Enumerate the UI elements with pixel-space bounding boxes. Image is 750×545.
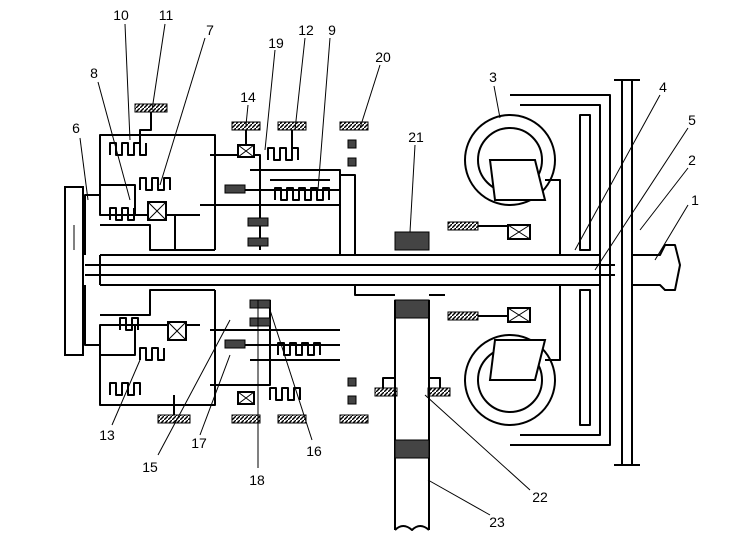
label-19: 19	[268, 35, 284, 51]
torque-converter	[447, 94, 611, 446]
label-21: 21	[408, 129, 424, 145]
output-gear-22	[354, 285, 451, 397]
main-shaft	[85, 254, 615, 286]
brake-14	[231, 121, 261, 158]
label-20: 20	[375, 49, 391, 65]
flange-6	[64, 186, 84, 356]
label-1: 1	[691, 192, 699, 208]
clutch-pack-13	[109, 317, 165, 396]
label-8: 8	[90, 65, 98, 81]
output-gear-23	[394, 300, 430, 531]
label-22: 22	[532, 489, 548, 505]
brake-12	[267, 121, 307, 161]
label-14: 14	[240, 89, 256, 105]
part-labels: 1 2 3 4 5 6 7 8 9 10 11 12 13 14 15 16 1…	[72, 7, 699, 530]
label-12: 12	[298, 22, 314, 38]
brake-11	[134, 103, 168, 145]
label-11: 11	[159, 7, 174, 23]
label-18: 18	[249, 472, 265, 488]
clutch-pack-8	[109, 207, 135, 221]
label-23: 23	[489, 514, 505, 530]
label-2: 2	[688, 152, 696, 168]
clutch-pack-7	[139, 177, 171, 191]
label-10: 10	[113, 7, 129, 23]
label-13: 13	[99, 427, 115, 443]
upper-clutch-housing	[84, 134, 216, 255]
lower-support	[157, 395, 191, 424]
planetary-gearset	[200, 154, 341, 255]
brake-20	[339, 121, 369, 255]
clutch-pack-10	[109, 142, 147, 156]
label-3: 3	[489, 69, 497, 85]
clutch-pack-9	[274, 187, 330, 201]
one-way-clutch-upper	[147, 201, 167, 221]
label-5: 5	[688, 112, 696, 128]
label-17: 17	[191, 435, 207, 451]
label-7: 7	[206, 22, 214, 38]
label-4: 4	[659, 79, 667, 95]
leader-lines	[79, 23, 689, 516]
label-15: 15	[142, 459, 158, 475]
drive-plate-2	[614, 79, 640, 466]
lower-clutch-housing	[84, 285, 216, 406]
label-9: 9	[328, 22, 336, 38]
input-shaft-1	[632, 244, 681, 291]
one-way-clutch-lower	[167, 321, 187, 341]
lower-brakes	[231, 377, 369, 424]
label-6: 6	[72, 120, 80, 136]
lower-planetary	[210, 299, 340, 386]
label-16: 16	[306, 443, 322, 459]
gear-21	[394, 231, 430, 251]
